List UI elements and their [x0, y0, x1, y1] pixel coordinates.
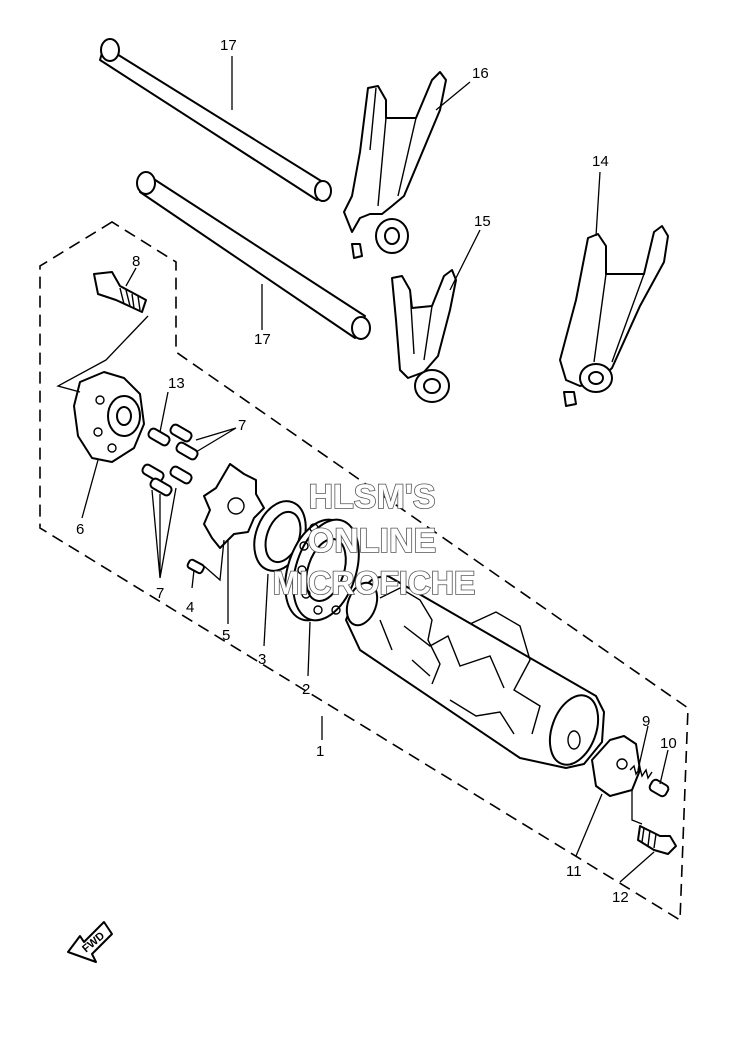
watermark: HLSM'S ONLINE MICROFICHE — [272, 477, 476, 602]
shift-fork-15 — [391, 269, 457, 403]
label-12: 12 — [612, 889, 629, 906]
watermark-line-3: MICROFICHE — [273, 565, 476, 601]
label-10: 10 — [660, 735, 677, 752]
spring-9 — [629, 764, 653, 780]
part-number-labels: 17 16 14 15 17 8 13 7 6 7 4 5 3 2 1 9 10… — [76, 37, 677, 906]
shift-drum-segment-6 — [73, 371, 145, 463]
watermark-line-1: HLSM'S — [308, 478, 435, 516]
label-6: 6 — [76, 521, 84, 538]
label-7-lower: 7 — [156, 585, 164, 602]
label-4: 4 — [186, 599, 194, 616]
fork-guide-bar-upper — [99, 38, 332, 202]
label-8: 8 — [132, 253, 140, 270]
label-7-upper: 7 — [238, 417, 246, 434]
label-9: 9 — [642, 713, 650, 730]
plug-10 — [648, 778, 670, 798]
star-plate-5 — [203, 463, 265, 549]
watermark-line-2: ONLINE — [308, 522, 436, 560]
label-2: 2 — [302, 681, 310, 698]
fork-guide-bar-lower — [136, 171, 371, 340]
label-14: 14 — [592, 153, 609, 170]
screw-8 — [93, 271, 147, 313]
label-13: 13 — [168, 375, 185, 392]
label-5: 5 — [222, 627, 230, 644]
label-1: 1 — [316, 743, 324, 760]
label-16: 16 — [472, 65, 489, 82]
label-17-upper: 17 — [220, 37, 237, 54]
screw-12 — [637, 825, 677, 855]
shift-drum-pins — [141, 423, 199, 497]
assembly-boundary — [39, 221, 689, 922]
label-3: 3 — [258, 651, 266, 668]
label-17-lower: 17 — [254, 331, 271, 348]
label-11: 11 — [566, 863, 582, 880]
forward-direction-arrow: FWD — [67, 921, 113, 963]
shift-fork-16 — [343, 71, 447, 259]
bearing-2 — [284, 518, 360, 622]
leader-lines — [56, 56, 669, 883]
label-15: 15 — [474, 213, 491, 230]
pin-4 — [186, 558, 205, 575]
shift-drum-1 — [345, 575, 605, 769]
shift-fork-14 — [559, 225, 669, 407]
